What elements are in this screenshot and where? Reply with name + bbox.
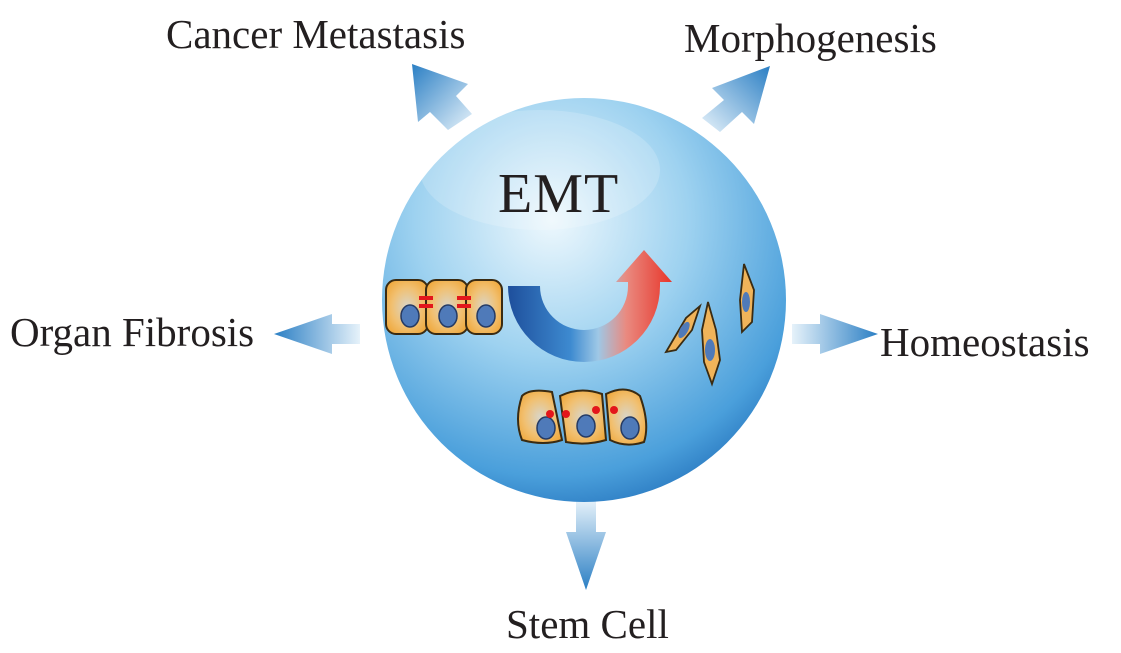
mesenchymal-cells (664, 263, 755, 387)
label-cancer-metastasis: Cancer Metastasis (166, 11, 466, 57)
arrow-to-homeostasis (792, 314, 878, 354)
label-morphogenesis: Morphogenesis (684, 15, 937, 61)
emt-title: EMT (498, 163, 620, 225)
emt-sphere (382, 98, 786, 502)
arrow-to-cancer-metastasis (412, 64, 472, 130)
transition-arrow (508, 250, 672, 362)
arrow-to-stem-cell (566, 500, 606, 590)
intermediate-cells (517, 388, 648, 446)
arrow-to-morphogenesis (702, 66, 770, 132)
label-organ-fibrosis: Organ Fibrosis (10, 309, 255, 355)
arrow-to-organ-fibrosis (274, 314, 360, 354)
label-homeostasis: Homeostasis (880, 319, 1090, 365)
label-stem-cell: Stem Cell (506, 601, 669, 647)
epithelial-cells-tight-junctions (385, 279, 503, 335)
